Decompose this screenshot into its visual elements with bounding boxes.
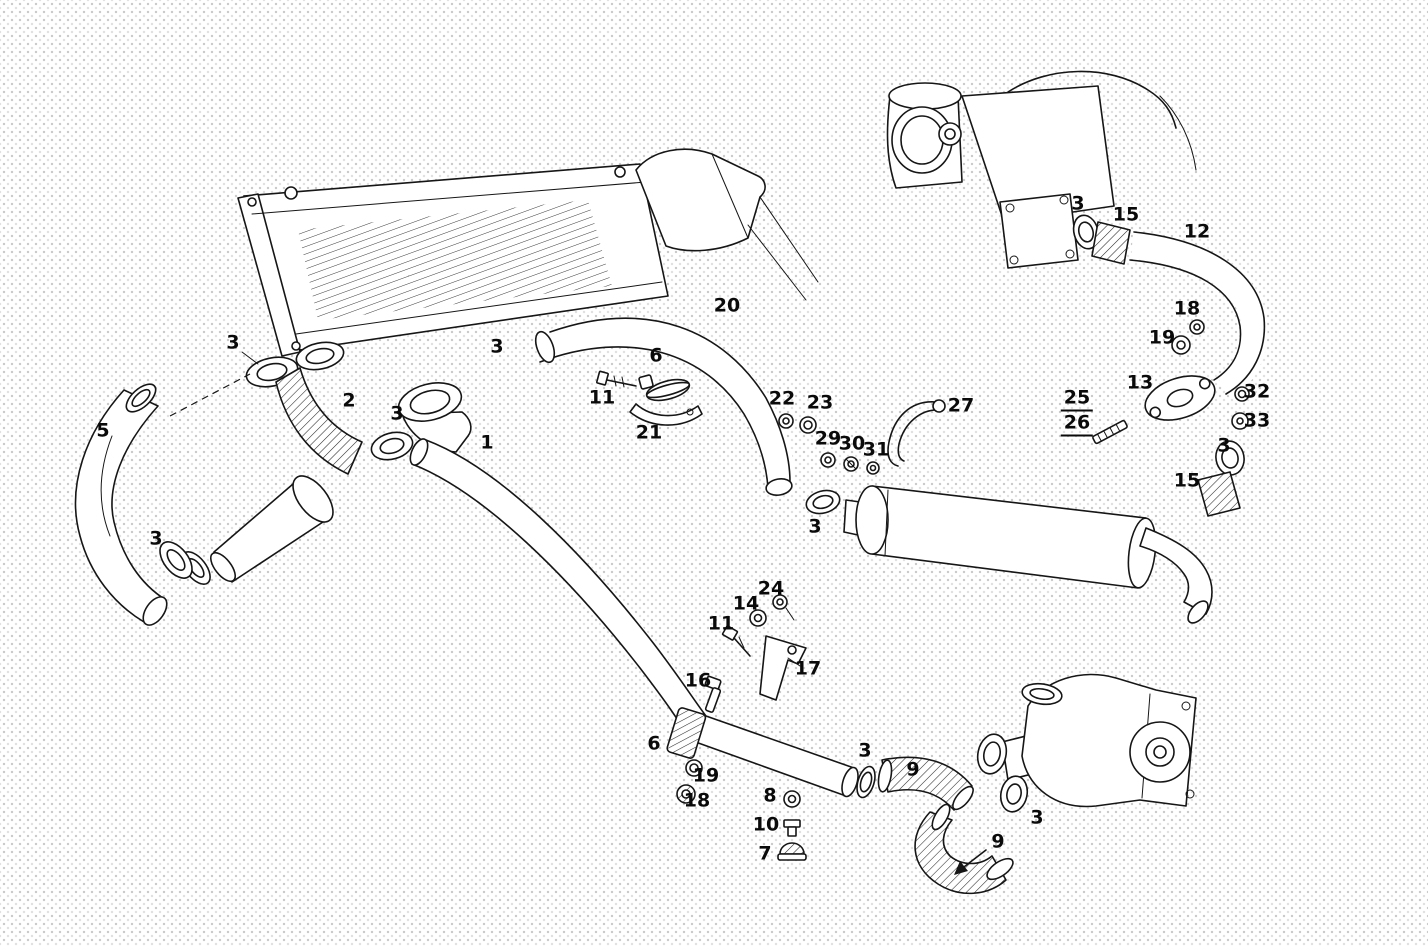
part-callout-29: 7 xyxy=(758,842,772,865)
part-callout-19: 24 xyxy=(757,577,785,600)
ring-3-mid xyxy=(370,431,414,461)
part-callout-27: 8 xyxy=(763,784,777,807)
washer-24 xyxy=(772,594,795,621)
flange-rings xyxy=(241,341,345,388)
part-callout-45: 15 xyxy=(1173,469,1201,492)
bolt-11-top xyxy=(596,370,637,388)
nut-30 xyxy=(843,456,859,472)
ring-19-right xyxy=(1171,335,1191,355)
ring-3-housing xyxy=(1072,214,1100,250)
washer-29 xyxy=(820,452,836,468)
part-callout-3: 2 xyxy=(342,389,356,412)
part-callout-23: 17 xyxy=(794,657,822,680)
part-callout-17: 27 xyxy=(947,394,975,417)
washer-8 xyxy=(783,790,801,808)
part-callout-2: 5 xyxy=(96,419,110,442)
part-callout-28: 10 xyxy=(752,813,780,836)
cone-silencer xyxy=(159,475,334,585)
part-callout-5: 3 xyxy=(149,527,163,550)
hose-9-lower xyxy=(914,803,1014,895)
bracket-21 xyxy=(629,403,703,426)
nut-32 xyxy=(1234,386,1250,402)
part-callout-26: 18 xyxy=(683,789,711,812)
part-callout-43: 33 xyxy=(1243,409,1271,432)
stud-25-26 xyxy=(1092,419,1128,445)
pipe-20 xyxy=(534,317,795,496)
ring-3-pump-a xyxy=(976,733,1008,775)
part-callout-8: 11 xyxy=(588,386,616,409)
part-callout-14: 29 xyxy=(814,427,842,450)
part-callout-31: 9 xyxy=(906,758,920,781)
washer-31 xyxy=(866,461,880,475)
clamp-6-top xyxy=(638,374,691,402)
part-callout-15: 30 xyxy=(838,432,866,455)
nut-23 xyxy=(799,416,817,434)
part-callout-13: 23 xyxy=(806,391,834,414)
pipe-12 xyxy=(1129,231,1268,399)
water-pump xyxy=(1001,673,1197,808)
bracket-17 xyxy=(759,635,807,701)
part-callout-9: 6 xyxy=(649,344,663,367)
screw-10 xyxy=(783,819,801,837)
ring-3-pump-b xyxy=(999,775,1029,813)
part-callout-44: 3 xyxy=(1217,434,1231,457)
part-callout-10: 21 xyxy=(635,421,663,444)
washer-14 xyxy=(749,609,767,627)
part-callout-1: 3 xyxy=(226,331,240,354)
washer-33 xyxy=(1231,412,1249,430)
part-callout-24: 6 xyxy=(647,732,661,755)
part-callout-41: 26 xyxy=(1060,413,1094,437)
plug-7 xyxy=(777,842,807,861)
sleeve-15-tail xyxy=(1197,471,1241,517)
part-callout-32: 3 xyxy=(1030,806,1044,829)
top-cover xyxy=(635,148,819,301)
part-callout-22: 16 xyxy=(684,669,712,692)
part-callout-37: 18 xyxy=(1173,297,1201,320)
part-callout-35: 15 xyxy=(1112,203,1140,226)
part-callout-16: 31 xyxy=(862,438,890,461)
wire-27 xyxy=(887,399,946,467)
sleeve-15-housing xyxy=(1091,221,1131,265)
part-callout-11: 20 xyxy=(713,294,741,317)
part-callout-25: 19 xyxy=(692,764,720,787)
ring-3-muffler-inlet xyxy=(805,489,841,515)
heat-exchanger xyxy=(237,163,669,357)
part-callout-18: 3 xyxy=(808,515,822,538)
washer-22 xyxy=(778,413,794,429)
washer-18-right xyxy=(1189,319,1205,335)
part-callout-12: 22 xyxy=(768,387,796,410)
hose-5 xyxy=(74,373,251,626)
hose-9-upper xyxy=(877,756,974,811)
ring-3-tail xyxy=(1215,440,1245,476)
part-callout-42: 32 xyxy=(1243,380,1271,403)
elbow-hose-2 xyxy=(275,367,363,475)
funnel-fitting xyxy=(397,382,472,453)
part-callout-4: 3 xyxy=(390,402,404,425)
part-callout-33: 9 xyxy=(991,830,1005,853)
bolt-16 xyxy=(704,675,722,713)
part-callout-34: 3 xyxy=(1071,192,1085,215)
part-callout-38: 19 xyxy=(1148,326,1176,349)
part-callout-6: 1 xyxy=(480,431,494,454)
sleeve-6-bottom xyxy=(666,707,707,804)
part-callout-36: 12 xyxy=(1183,220,1211,243)
bolt-11-bottom xyxy=(721,625,751,657)
muffler xyxy=(843,485,1213,624)
ring-3-pipe1-end xyxy=(856,765,876,799)
flange-13 xyxy=(1144,375,1216,421)
part-callout-21: 11 xyxy=(707,612,735,635)
part-callout-7: 3 xyxy=(490,335,504,358)
part-callout-30: 3 xyxy=(858,739,872,762)
part-callout-20: 14 xyxy=(732,592,760,615)
part-callout-39: 13 xyxy=(1126,371,1154,394)
part-callout-40: 25 xyxy=(1060,388,1094,412)
thermostat-housing xyxy=(886,70,1197,269)
